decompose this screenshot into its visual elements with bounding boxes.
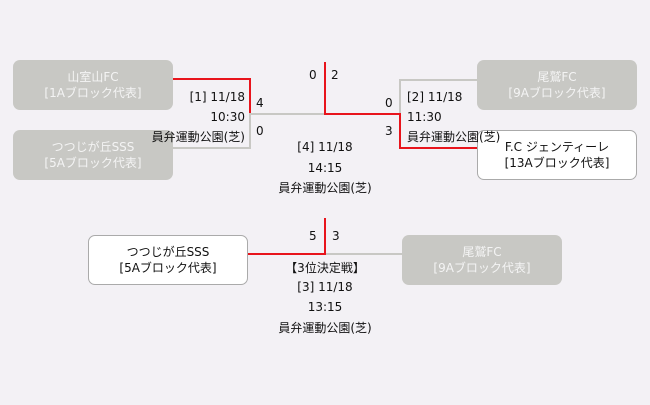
- bracket-line: [399, 113, 401, 149]
- team-name: 山室山FC: [67, 70, 119, 84]
- match-time: 11:30: [407, 110, 442, 124]
- bracket-line: [399, 79, 477, 81]
- team-name: 尾鷲FC: [537, 70, 577, 84]
- team-name: つつじが丘SSS: [126, 245, 210, 259]
- team-block: [5Aブロック代表]: [44, 156, 142, 170]
- bracket-line: [248, 253, 326, 255]
- score: 4: [256, 96, 264, 110]
- bracket-line: [324, 113, 401, 115]
- match-venue: 員弁運動公園(芝): [407, 130, 501, 144]
- match-venue: 員弁運動公園(芝): [151, 130, 245, 144]
- score: 5: [309, 229, 317, 243]
- bracket-line: [399, 79, 401, 114]
- bracket-line: [249, 113, 326, 115]
- team-block: [13Aブロック代表]: [504, 156, 610, 170]
- score: 2: [331, 68, 339, 82]
- team-box[interactable]: 山室山FC [1Aブロック代表]: [13, 60, 173, 110]
- score: 0: [256, 124, 264, 138]
- match-id: [3] 11/18: [297, 280, 353, 294]
- match-id: [4] 11/18: [297, 140, 353, 154]
- match-time: 10:30: [210, 110, 245, 124]
- score: 3: [385, 124, 393, 138]
- team-name: つつじが丘SSS: [51, 140, 135, 154]
- bracket-line: [173, 78, 251, 80]
- team-box[interactable]: 尾鷲FC [9Aブロック代表]: [402, 235, 562, 285]
- team-block: [1Aブロック代表]: [44, 86, 142, 100]
- match-id: [2] 11/18: [407, 90, 463, 104]
- bracket-line: [249, 78, 251, 114]
- bracket-line: [173, 147, 251, 149]
- match-id: [1] 11/18: [189, 90, 245, 104]
- bracket-line: [324, 218, 326, 255]
- match-time: 14:15: [307, 161, 343, 175]
- team-block: [5Aブロック代表]: [119, 261, 217, 275]
- score: 3: [332, 229, 340, 243]
- team-block: [9Aブロック代表]: [508, 86, 606, 100]
- bracket-line: [249, 114, 251, 149]
- team-box[interactable]: つつじが丘SSS [5Aブロック代表]: [13, 130, 173, 180]
- score: 0: [385, 96, 393, 110]
- bracket-line: [326, 253, 402, 255]
- team-box[interactable]: 尾鷲FC [9Aブロック代表]: [477, 60, 637, 110]
- bracket-line: [399, 147, 477, 149]
- bracket-line: [324, 62, 326, 115]
- team-block: [9Aブロック代表]: [433, 261, 531, 275]
- match-time: 13:15: [307, 300, 343, 314]
- match-venue: 員弁運動公園(芝): [278, 321, 372, 335]
- score: 0: [309, 68, 317, 82]
- match-label: 【3位決定戦】: [285, 261, 365, 275]
- team-name: F.C ジェンティーレ: [504, 140, 610, 154]
- team-box[interactable]: つつじが丘SSS [5Aブロック代表]: [88, 235, 248, 285]
- team-name: 尾鷲FC: [462, 245, 502, 259]
- match-venue: 員弁運動公園(芝): [278, 181, 372, 195]
- team-box[interactable]: F.C ジェンティーレ [13Aブロック代表]: [477, 130, 637, 180]
